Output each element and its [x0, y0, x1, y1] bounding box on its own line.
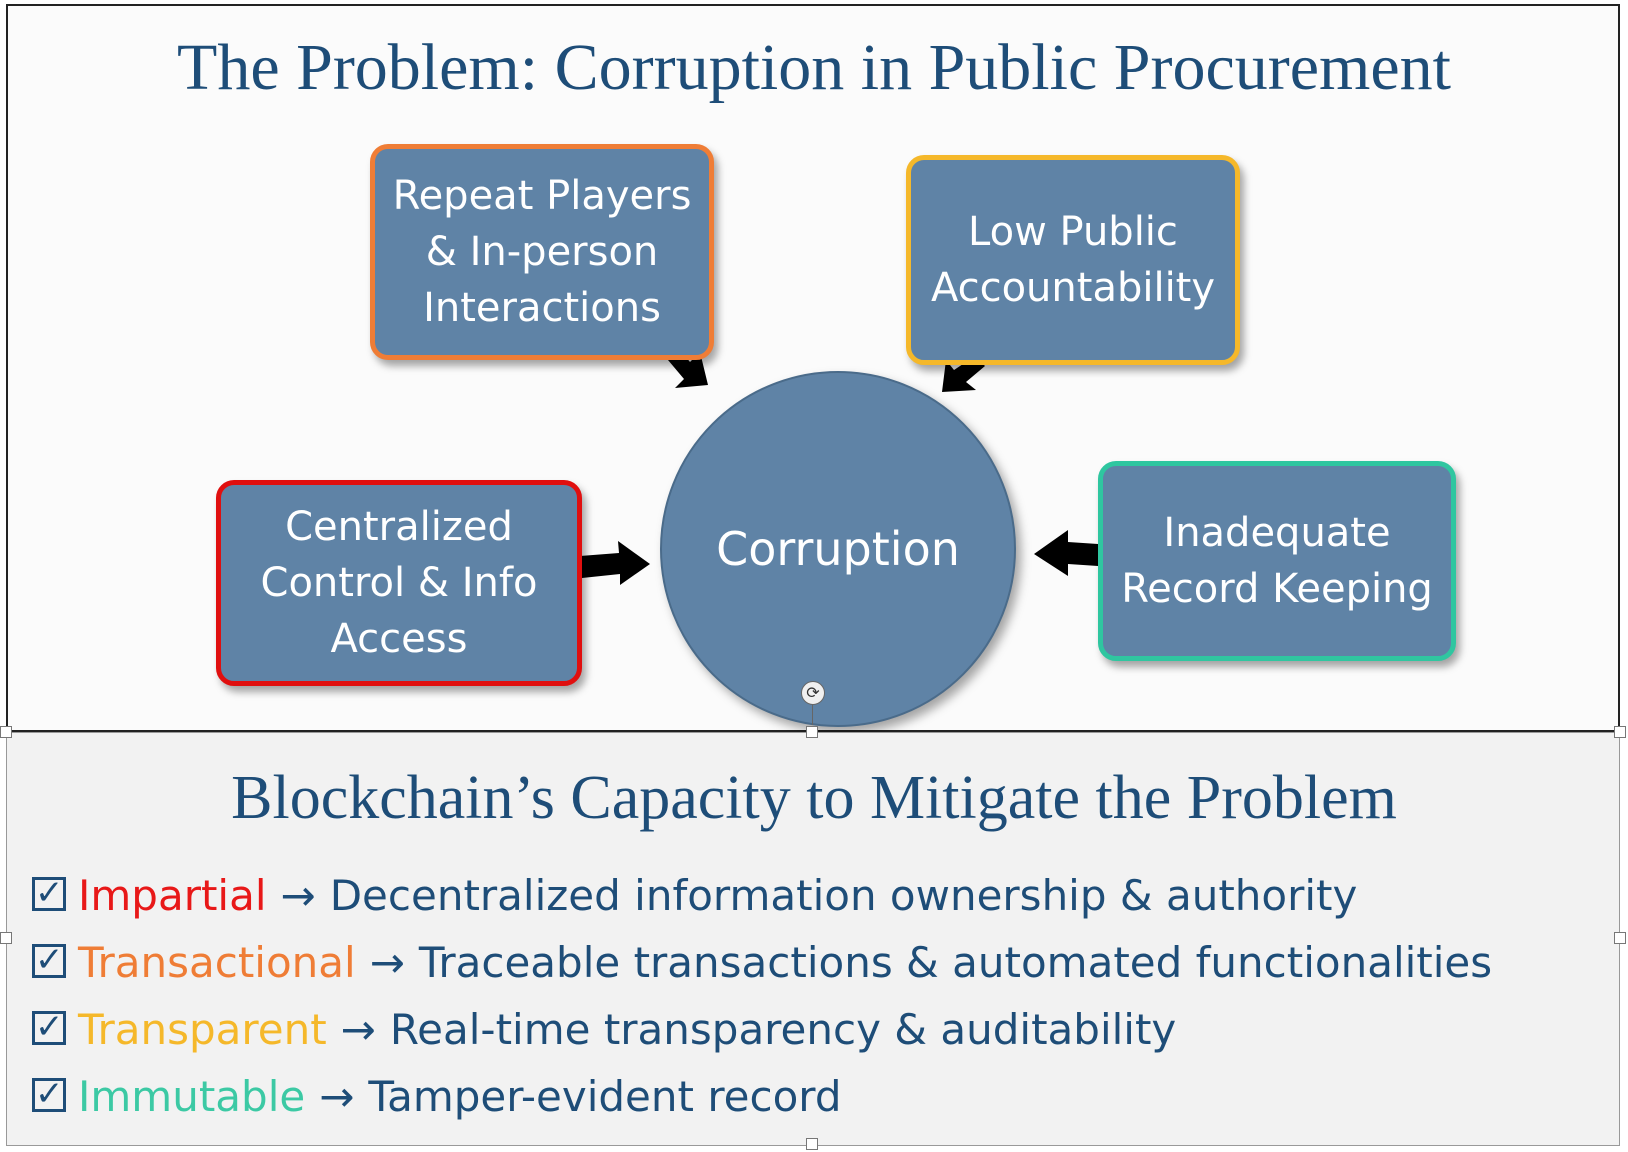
corruption-label: Corruption: [716, 522, 960, 576]
benefit-description: Real-time transparency & auditability: [389, 1005, 1177, 1054]
selection-handle[interactable]: [806, 726, 818, 738]
benefit-list: ✓ Impartial → Decentralized information …: [32, 862, 1492, 1130]
benefit-keyword: Transparent: [78, 1005, 327, 1054]
cause-line: Accountability: [930, 265, 1216, 311]
selection-handle[interactable]: [0, 726, 12, 738]
benefit-keyword: Immutable: [78, 1072, 306, 1121]
rotate-icon[interactable]: ⟳: [801, 681, 825, 705]
mitigation-title: Blockchain’s Capacity to Mitigate the Pr…: [231, 764, 1397, 832]
benefit-item: ✓ Impartial → Decentralized information …: [32, 862, 1492, 929]
cause-box-record-keeping[interactable]: Inadequate Record Keeping: [1098, 461, 1456, 661]
selection-handle[interactable]: [1614, 932, 1626, 944]
checkbox-icon: ✓: [32, 876, 66, 911]
selection-handle[interactable]: [1614, 726, 1626, 738]
cause-line: Inadequate: [1163, 510, 1391, 556]
cause-box-centralized-control[interactable]: Centralized Control & Info Access: [216, 480, 582, 686]
cause-line: Interactions: [423, 285, 661, 331]
right-arrow-icon: →: [280, 871, 316, 920]
benefit-description: Decentralized information ownership & au…: [329, 871, 1358, 920]
cause-box-low-accountability[interactable]: Low Public Accountability: [906, 155, 1240, 365]
cause-line: Record Keeping: [1121, 566, 1433, 612]
benefit-description: Tamper-evident record: [368, 1072, 842, 1121]
problem-title: The Problem: Corruption in Public Procur…: [177, 31, 1451, 104]
benefit-item: ✓ Immutable → Tamper-evident record: [32, 1063, 1492, 1130]
benefit-item: ✓ Transactional → Traceable transactions…: [32, 929, 1492, 996]
arrow-record-keeping: [1034, 530, 1098, 576]
rotate-handle-stem: [812, 705, 813, 725]
benefit-keyword: Impartial: [78, 871, 267, 920]
selection-handle[interactable]: [0, 932, 12, 944]
mitigation-panel[interactable]: [6, 732, 1620, 1146]
cause-line: Repeat Players: [392, 173, 692, 219]
right-arrow-icon: →: [319, 1072, 355, 1121]
benefit-item: ✓ Transparent → Real-time transparency &…: [32, 996, 1492, 1063]
cause-line: Low Public: [968, 209, 1178, 255]
benefit-keyword: Transactional: [78, 938, 356, 987]
benefit-description: Traceable transactions & automated funct…: [418, 938, 1493, 987]
cause-line: Control & Info: [260, 560, 538, 606]
checkbox-icon: ✓: [32, 1010, 66, 1045]
cause-line: Centralized: [285, 504, 513, 550]
arrow-centralized-control: [580, 541, 650, 585]
right-arrow-icon: →: [340, 1005, 376, 1054]
cause-line: & In-person: [425, 229, 659, 275]
checkbox-icon: ✓: [32, 943, 66, 978]
checkbox-icon: ✓: [32, 1077, 66, 1112]
arrow-low-accountability: [942, 356, 985, 392]
cause-line: Access: [330, 616, 468, 662]
right-arrow-icon: →: [369, 938, 405, 987]
selection-handle[interactable]: [806, 1138, 818, 1150]
corruption-circle[interactable]: Corruption: [660, 371, 1016, 727]
cause-box-repeat-players[interactable]: Repeat Players & In-person Interactions: [370, 144, 714, 360]
